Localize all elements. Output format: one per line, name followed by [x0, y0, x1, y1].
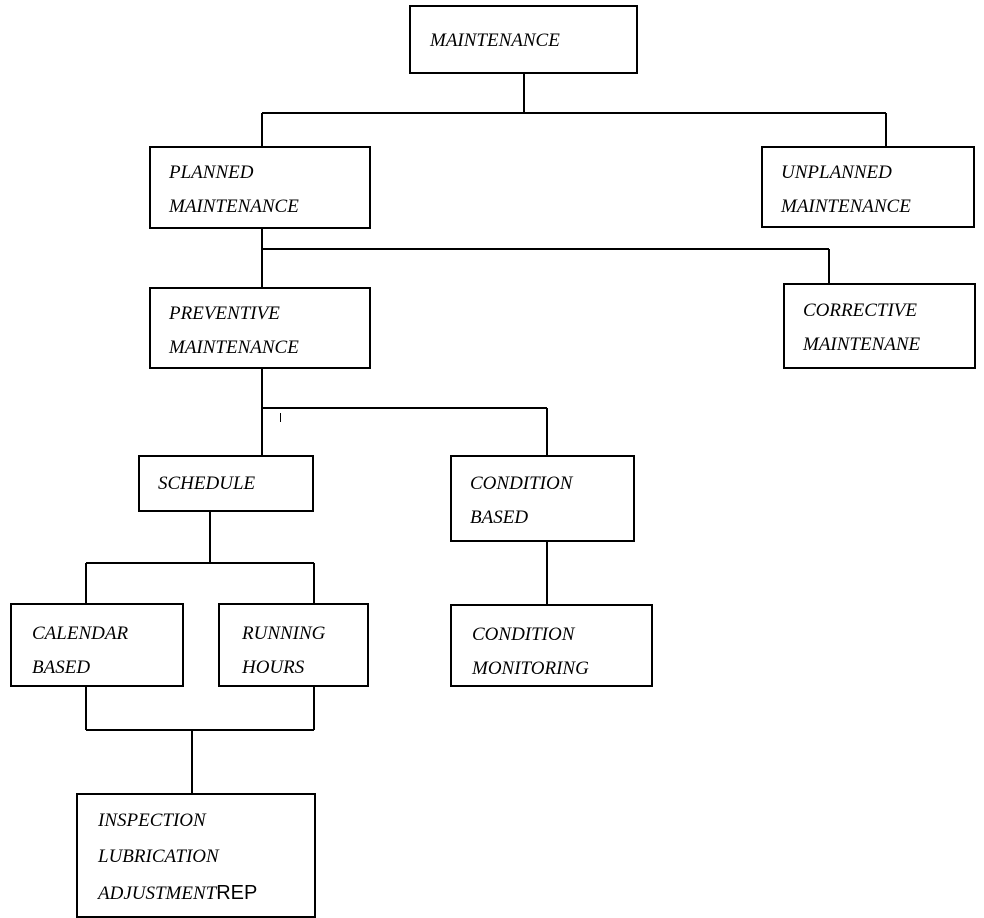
node-planned-maintenance: PLANNED MAINTENANCE	[149, 146, 371, 229]
node-label: INSPECTION	[98, 810, 206, 831]
node-label: HOURS	[242, 657, 305, 678]
connector-planned	[261, 228, 830, 287]
connector-schedule	[85, 511, 315, 603]
connector-maintenance	[261, 73, 887, 146]
node-inspection-lubrication-adjustment: INSPECTION LUBRICATION ADJUSTMENTREP	[76, 793, 316, 918]
node-condition-based: CONDITION BASED	[450, 455, 635, 542]
node-label: UNPLANNED	[781, 162, 892, 183]
node-label: CORRECTIVE	[803, 300, 917, 321]
connector-preventive	[261, 368, 548, 455]
node-maintenance: MAINTENANCE	[409, 5, 638, 74]
node-label: LUBRICATION	[98, 846, 219, 867]
node-corrective-maintenance: CORRECTIVE MAINTENANE	[783, 283, 976, 369]
node-label: MAINTENANCE	[430, 30, 560, 51]
node-calendar-based: CALENDAR BASED	[10, 603, 184, 687]
node-label: MAINTENANCE	[169, 337, 299, 358]
node-label: MONITORING	[472, 658, 589, 679]
node-running-hours: RUNNING HOURS	[218, 603, 369, 687]
node-label: MAINTENANE	[803, 334, 921, 355]
node-label-row: ADJUSTMENTREP	[98, 875, 314, 912]
node-label: CONDITION	[470, 473, 573, 494]
node-preventive-maintenance: PREVENTIVE MAINTENANCE	[149, 287, 371, 369]
node-label: RUNNING	[242, 623, 326, 644]
connector-inspection	[85, 686, 315, 793]
node-label: BASED	[470, 507, 529, 528]
stray-tick-mark	[280, 413, 281, 422]
node-label: CALENDAR	[32, 623, 129, 644]
node-label: PREVENTIVE	[169, 303, 280, 324]
node-label: SCHEDULE	[158, 473, 256, 494]
node-label: MAINTENANCE	[781, 196, 911, 217]
node-label: MAINTENANCE	[169, 196, 299, 217]
node-schedule: SCHEDULE	[138, 455, 314, 512]
node-label: ADJUSTMENT	[98, 883, 217, 904]
node-label-suffix: REP	[216, 882, 258, 904]
node-condition-monitoring: CONDITION MONITORING	[450, 604, 653, 687]
node-unplanned-maintenance: UNPLANNED MAINTENANCE	[761, 146, 975, 228]
node-label: PLANNED	[169, 162, 254, 183]
node-label: CONDITION	[472, 624, 575, 645]
node-label: BASED	[32, 657, 91, 678]
